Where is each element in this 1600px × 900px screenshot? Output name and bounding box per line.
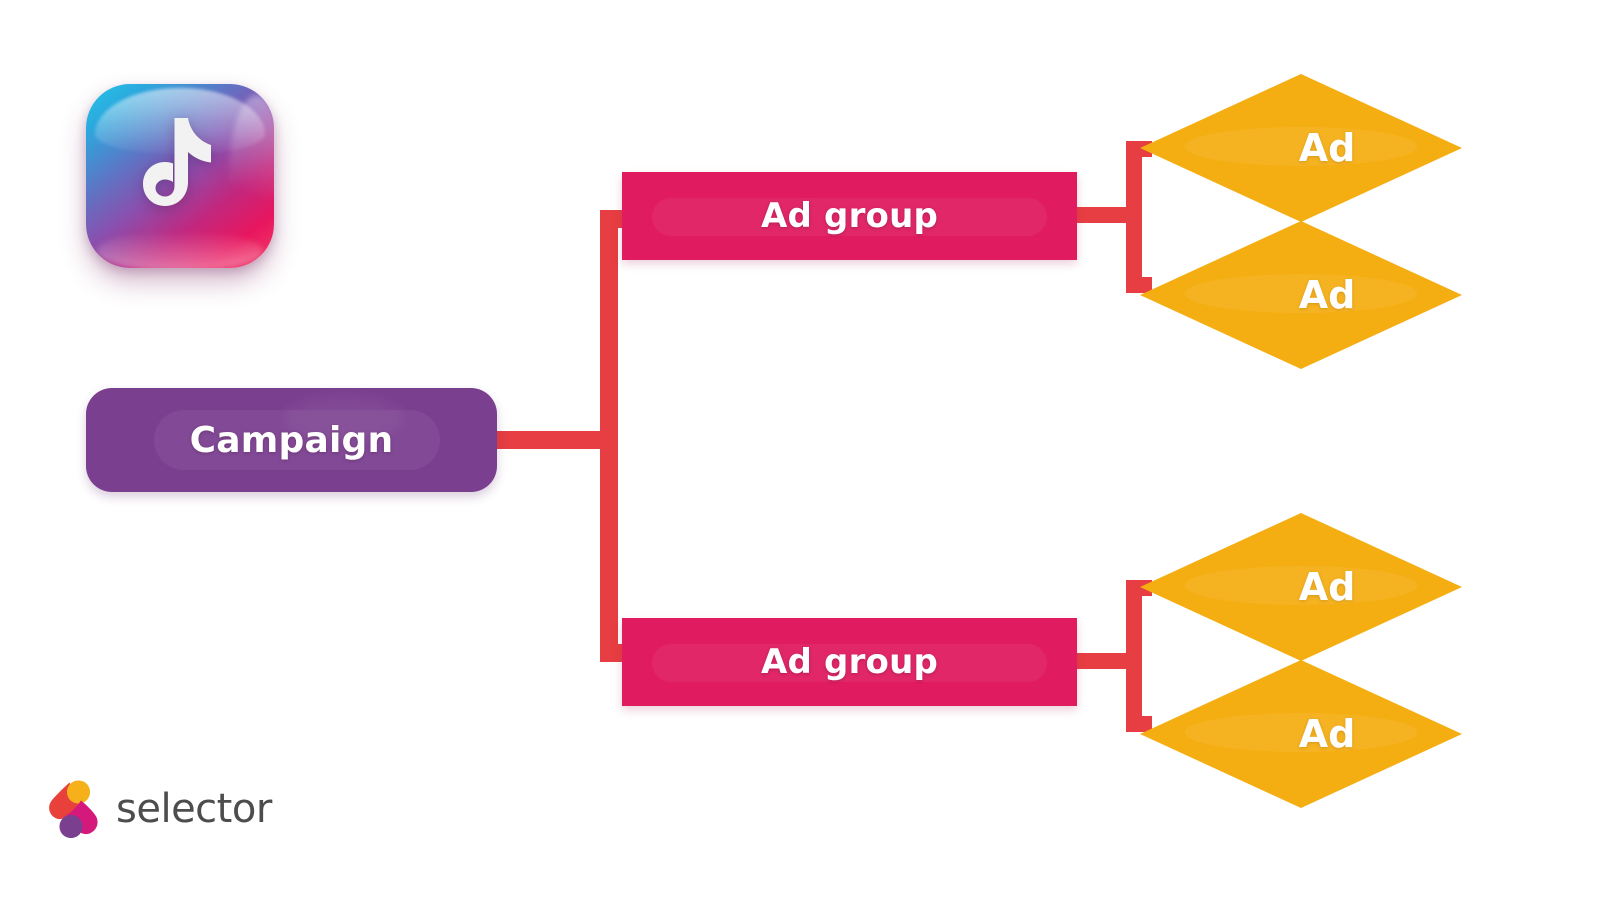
campaign-gloss-blob — [284, 396, 404, 442]
adgroup-2-highlight-band — [652, 644, 1047, 682]
node-ad-4[interactable]: Ad — [1140, 660, 1462, 808]
connector-adgroup-1-to-ad-2 — [1126, 277, 1152, 293]
node-ad-4-label: Ad — [1298, 712, 1356, 756]
node-ad-group-2-label: Ad group — [760, 642, 939, 682]
node-ad-group-1-label: Ad group — [760, 196, 939, 236]
connector-adgroup-1-bracket — [1126, 141, 1142, 293]
connector-adgroup-2-stub — [1068, 653, 1142, 669]
icon-gloss-right — [228, 95, 274, 257]
node-ad-1[interactable]: Ad — [1140, 74, 1462, 222]
connector-campaign-to-trunk — [488, 431, 618, 449]
node-ad-group-1[interactable]: Ad group — [622, 172, 1077, 260]
connector-adgroup-2-to-ad-3 — [1126, 580, 1152, 596]
tiktok-icon — [86, 84, 274, 268]
node-ad-2-label: Ad — [1298, 273, 1356, 317]
brand-wordmark: selector — [116, 786, 272, 832]
node-ad-1-label: Ad — [1298, 126, 1356, 170]
brand-lockup: selector — [48, 778, 272, 840]
connector-trunk-vertical — [600, 210, 618, 662]
campaign-inner-highlight — [154, 410, 440, 470]
connector-adgroup-2-to-ad-4 — [1126, 716, 1152, 732]
node-campaign[interactable]: Campaign — [86, 388, 497, 492]
node-campaign-label: Campaign — [189, 419, 394, 461]
selector-logo-mark-icon — [49, 780, 98, 838]
connector-adgroup-1-stub — [1068, 207, 1142, 223]
node-ad-3-label: Ad — [1298, 565, 1356, 609]
icon-gloss-bottom — [97, 231, 263, 268]
node-ad-group-2[interactable]: Ad group — [622, 618, 1077, 706]
connector-adgroup-2-bracket — [1126, 580, 1142, 732]
node-ad-2[interactable]: Ad — [1140, 221, 1462, 369]
node-ad-3[interactable]: Ad — [1140, 513, 1462, 661]
connector-adgroup-1-to-ad-1 — [1126, 141, 1152, 157]
tiktok-note-glyph — [143, 118, 211, 206]
adgroup-1-highlight-band — [652, 198, 1047, 236]
